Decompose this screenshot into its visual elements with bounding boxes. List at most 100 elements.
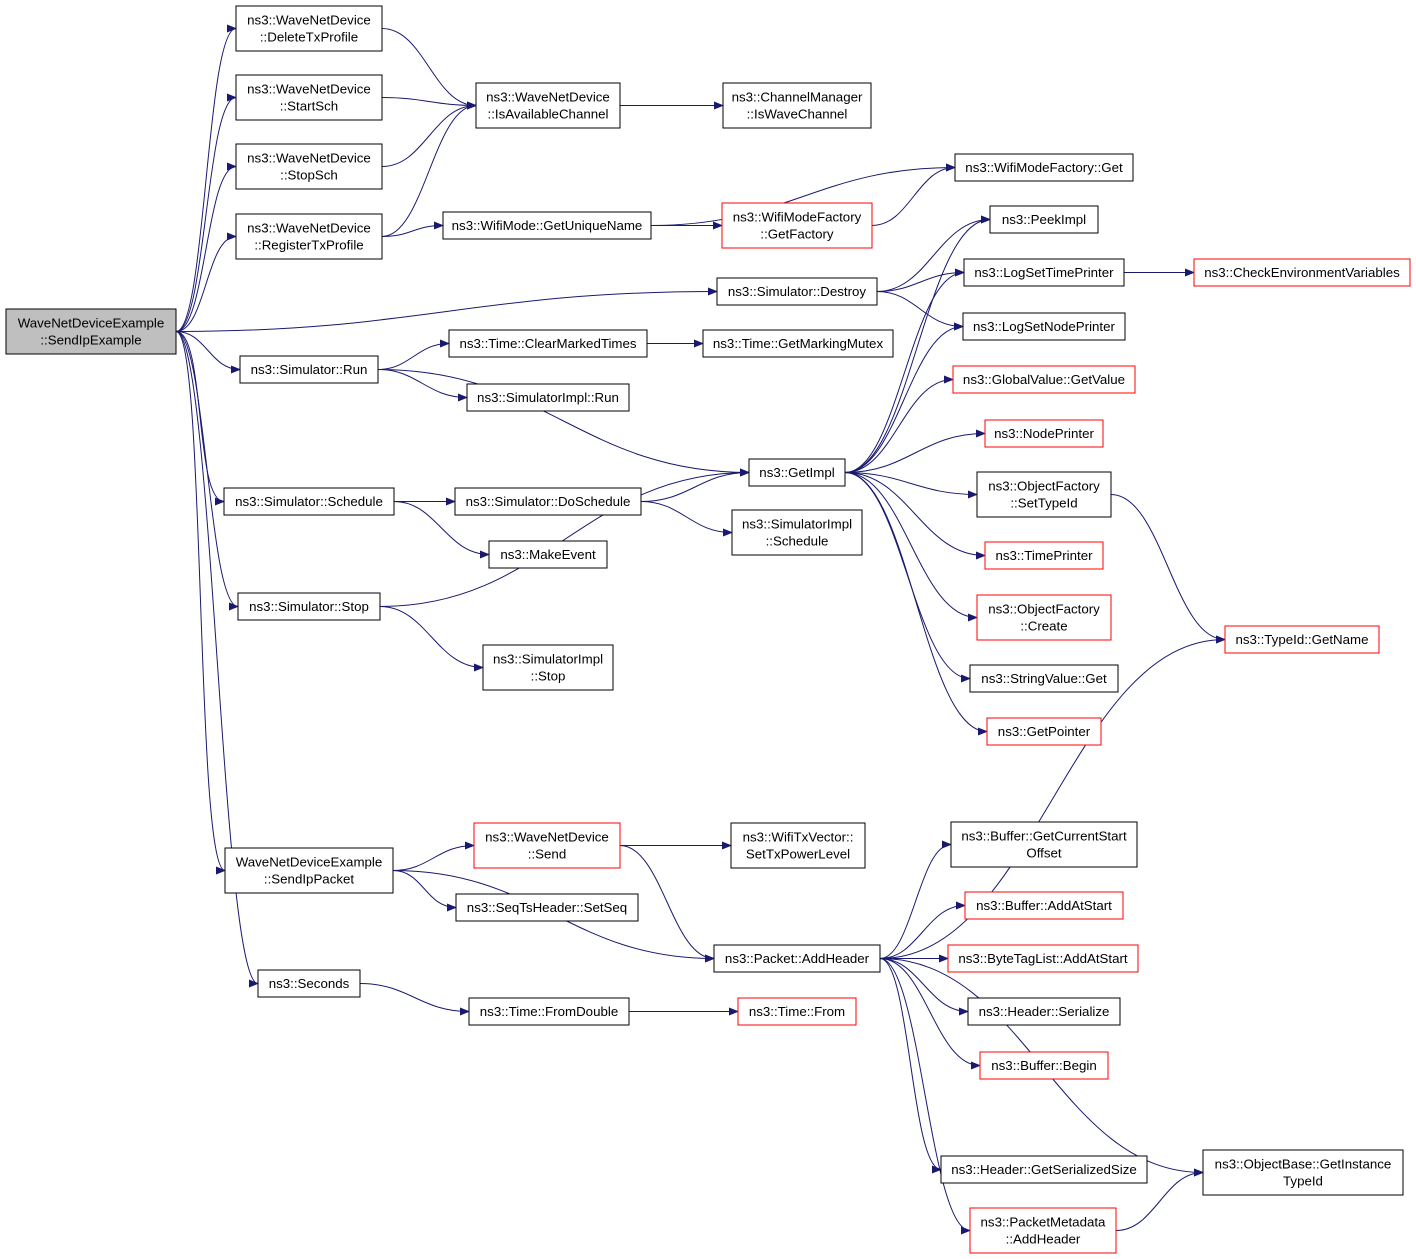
node-getfactory[interactable]: ns3::WifiModeFactory::GetFactory	[721, 202, 873, 249]
node-box	[1202, 1149, 1404, 1196]
node-nodeprinter[interactable]: ns3::NodePrinter	[984, 419, 1104, 448]
node-destroy[interactable]: ns3::Simulator::Destroy	[716, 277, 878, 306]
edge-getimpl-to-ofcreate	[844, 472, 978, 622]
node-box	[737, 997, 857, 1026]
edge-run-to-simimplrun	[377, 369, 468, 402]
node-isavail[interactable]: ns3::WaveNetDevice::IsAvailableChannel	[475, 82, 621, 129]
node-box	[713, 944, 881, 973]
node-getname[interactable]: ns3::TypeId::GetName	[1224, 625, 1380, 654]
node-settxpower[interactable]: ns3::WifiTxVector::SetTxPowerLevel	[730, 822, 866, 869]
node-schedule[interactable]: ns3::Simulator::Schedule	[223, 487, 395, 516]
node-simimplstop[interactable]: ns3::SimulatorImpl::Stop	[482, 644, 614, 691]
edge-getimpl-to-getpointer	[844, 472, 988, 736]
node-startsch[interactable]: ns3::WaveNetDevice::StartSch	[235, 74, 383, 121]
node-getpointer[interactable]: ns3::GetPointer	[986, 717, 1102, 746]
edge-addheader-to-getsersize	[879, 958, 942, 1174]
node-label-line: ::Schedule	[766, 533, 829, 548]
edge-registertx-to-getuniq	[381, 221, 444, 237]
node-globalval[interactable]: ns3::GlobalValue::GetValue	[952, 365, 1136, 394]
edge-doschedule-to-simimplsched	[640, 501, 733, 537]
node-label-line: TypeId	[1283, 1173, 1323, 1188]
edge-destroy-to-peekimpl	[876, 215, 991, 292]
node-doschedule[interactable]: ns3::Simulator::DoSchedule	[454, 487, 642, 516]
node-seconds[interactable]: ns3::Seconds	[257, 969, 361, 998]
node-sendippacket[interactable]: WaveNetDeviceExample::SendIpPacket	[224, 847, 394, 894]
node-addheader[interactable]: ns3::Packet::AddHeader	[713, 944, 881, 973]
node-deletetx[interactable]: ns3::WaveNetDevice::DeleteTxProfile	[235, 5, 383, 52]
node-timeprinter[interactable]: ns3::TimePrinter	[984, 541, 1104, 570]
node-label-line: ns3::Time::From	[749, 1004, 845, 1019]
node-label-line: ::Send	[528, 846, 566, 861]
node-simimplsched[interactable]: ns3::SimulatorImpl::Schedule	[731, 509, 863, 556]
node-checkenv[interactable]: ns3::CheckEnvironmentVariables	[1193, 258, 1411, 287]
node-getuniq[interactable]: ns3::WifiMode::GetUniqueName	[442, 211, 652, 240]
edge-getimpl-to-globalval	[844, 375, 954, 473]
node-stop[interactable]: ns3::Simulator::Stop	[237, 592, 381, 621]
node-label-line: WaveNetDeviceExample	[18, 315, 165, 330]
node-stopsch[interactable]: ns3::WaveNetDevice::StopSch	[235, 143, 383, 190]
node-logtime[interactable]: ns3::LogSetTimePrinter	[963, 258, 1125, 287]
node-box	[1193, 258, 1411, 287]
node-makeevent[interactable]: ns3::MakeEvent	[488, 540, 608, 569]
node-label-line: ns3::SeqTsHeader::SetSeq	[467, 900, 627, 915]
node-box	[952, 365, 1136, 394]
node-label-line: ::StartSch	[280, 98, 338, 113]
node-getsersize[interactable]: ns3::Header::GetSerializedSize	[940, 1155, 1148, 1184]
node-label-line: WaveNetDeviceExample	[236, 854, 383, 869]
node-label-line: ns3::Buffer::GetCurrentStart	[961, 828, 1127, 843]
node-box	[716, 277, 878, 306]
node-bytetag[interactable]: ns3::ByteTagList::AddAtStart	[947, 944, 1139, 973]
node-label-line: ns3::WifiTxVector::	[743, 829, 854, 844]
node-clearmarked[interactable]: ns3::Time::ClearMarkedTimes	[448, 329, 648, 358]
node-box	[962, 312, 1126, 341]
edge-wavesend-to-addheader	[619, 845, 715, 963]
node-wavesend[interactable]: ns3::WaveNetDevice::Send	[473, 822, 621, 869]
node-lognode[interactable]: ns3::LogSetNodePrinter	[962, 312, 1126, 341]
node-root[interactable]: WaveNetDeviceExample::SendIpExample	[5, 308, 177, 355]
node-fromdouble[interactable]: ns3::Time::FromDouble	[468, 997, 630, 1026]
edge-root-to-run	[175, 331, 241, 374]
node-label-line: ns3::WaveNetDevice	[247, 150, 371, 165]
node-label-line: ns3::WaveNetDevice	[247, 81, 371, 96]
edge-settypeid-to-getname	[1110, 494, 1226, 644]
node-serialize[interactable]: ns3::Header::Serialize	[967, 997, 1121, 1026]
node-getimpl[interactable]: ns3::GetImpl	[748, 458, 846, 487]
edge-addheader-to-addatstart	[879, 901, 966, 959]
node-iswave[interactable]: ns3::ChannelManager::IsWaveChannel	[722, 82, 872, 129]
edge-pmaddheader-to-getinst	[1115, 1168, 1204, 1231]
edge-root-to-schedule	[175, 331, 225, 506]
node-label-line: ns3::WaveNetDevice	[485, 829, 609, 844]
node-label-line: ns3::WaveNetDevice	[486, 89, 610, 104]
node-peekimpl[interactable]: ns3::PeekImpl	[989, 205, 1099, 234]
node-getmarking[interactable]: ns3::Time::GetMarkingMutex	[702, 329, 894, 358]
node-simimplrun[interactable]: ns3::SimulatorImpl::Run	[466, 383, 630, 412]
node-setseq[interactable]: ns3::SeqTsHeader::SetSeq	[455, 893, 639, 922]
node-settypeid[interactable]: ns3::ObjectFactory::SetTypeId	[976, 471, 1112, 518]
node-stringget[interactable]: ns3::StringValue::Get	[969, 664, 1119, 693]
node-label-line: ns3::TimePrinter	[995, 548, 1093, 563]
node-timefrom[interactable]: ns3::Time::From	[737, 997, 857, 1026]
node-label-line: ns3::Time::ClearMarkedTimes	[459, 336, 636, 351]
node-run[interactable]: ns3::Simulator::Run	[239, 355, 379, 384]
edge-run-to-getimpl	[377, 369, 750, 477]
node-ofcreate[interactable]: ns3::ObjectFactory::Create	[976, 594, 1112, 641]
node-wifimodeget[interactable]: ns3::WifiModeFactory::Get	[954, 153, 1134, 182]
node-label-line: ::AddHeader	[1006, 1231, 1081, 1246]
node-label-line: ::SetTypeId	[1010, 495, 1077, 510]
node-registertx[interactable]: ns3::WaveNetDevice::RegisterTxProfile	[235, 213, 383, 260]
edge-destroy-to-lognode	[876, 291, 964, 331]
node-box	[235, 143, 383, 190]
node-addatstart[interactable]: ns3::Buffer::AddAtStart	[964, 891, 1124, 920]
node-box	[448, 329, 648, 358]
node-box	[969, 1207, 1117, 1254]
node-begin[interactable]: ns3::Buffer::Begin	[979, 1051, 1109, 1080]
node-label-line: ns3::SimulatorImpl::Run	[477, 390, 619, 405]
node-box	[940, 1155, 1148, 1184]
node-label-line: ::IsWaveChannel	[747, 106, 848, 121]
node-label-line: ns3::TypeId::GetName	[1235, 632, 1368, 647]
node-pmaddheader[interactable]: ns3::PacketMetadata::AddHeader	[969, 1207, 1117, 1254]
node-box	[488, 540, 608, 569]
node-label-line: ns3::PeekImpl	[1002, 212, 1086, 227]
